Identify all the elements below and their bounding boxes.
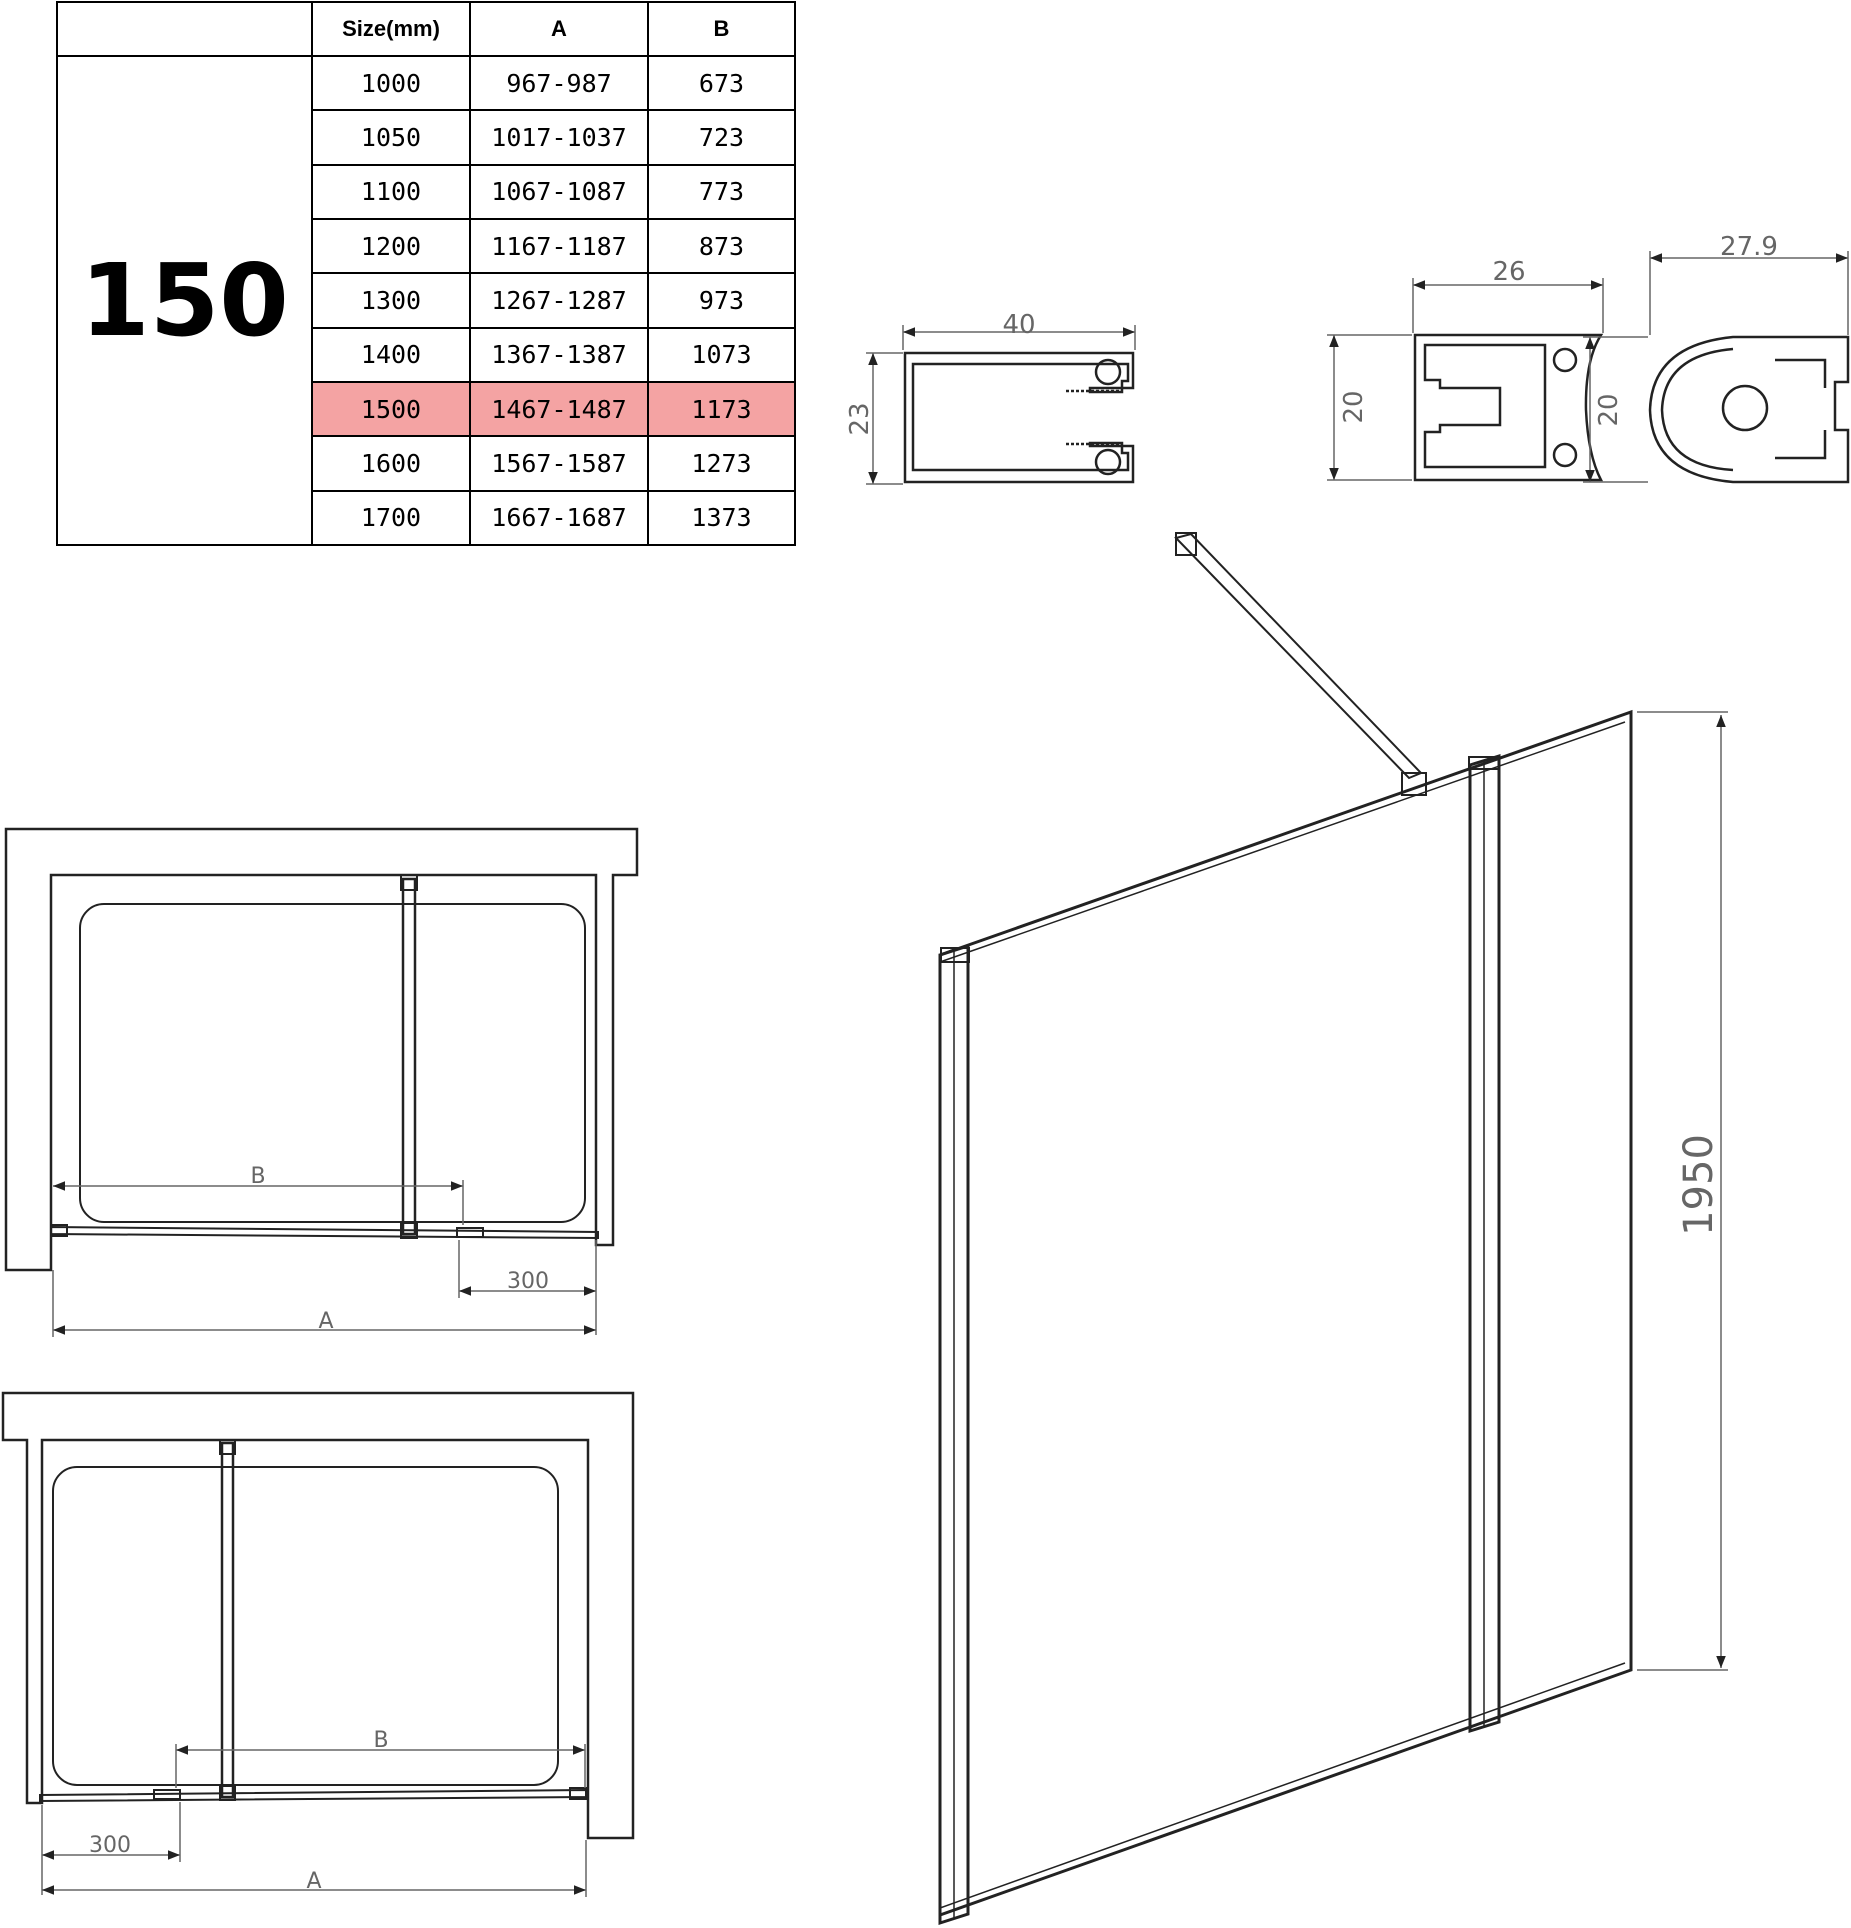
middle-dimensions bbox=[1327, 278, 1604, 481]
size-cell: 1100 bbox=[311, 163, 471, 220]
a-range-cell: 1667-1687 bbox=[469, 489, 649, 547]
a-range-cell: 1167-1187 bbox=[469, 217, 649, 275]
plan-top-dimensions bbox=[52, 1180, 597, 1337]
a-range-cell: 1267-1287 bbox=[469, 272, 649, 329]
a-range-cell: 1467-1487 bbox=[469, 380, 649, 438]
channel-height-label: 23 bbox=[845, 402, 875, 435]
channel-profile bbox=[903, 351, 1135, 484]
b-value-cell: 873 bbox=[647, 217, 796, 275]
size-cell: 1200 bbox=[311, 217, 471, 275]
header-size: Size(mm) bbox=[311, 1, 471, 57]
b-value-cell: 1073 bbox=[647, 326, 796, 383]
round-width-label: 27.9 bbox=[1720, 232, 1778, 262]
b-value-cell: 673 bbox=[647, 54, 796, 112]
channel-width-label: 40 bbox=[1002, 310, 1035, 340]
plan-top bbox=[4, 827, 639, 1272]
a-range-cell: 1367-1387 bbox=[469, 326, 649, 383]
a-range-cell: 1017-1037 bbox=[469, 109, 649, 166]
elevation-height-label: 1950 bbox=[1676, 1134, 1722, 1236]
round-profile bbox=[1648, 335, 1850, 484]
b-value-cell: 1273 bbox=[647, 435, 796, 492]
middle-height-label: 20 bbox=[1339, 390, 1369, 423]
header-a: A bbox=[469, 1, 649, 57]
plan-top-b-label: B bbox=[250, 1164, 265, 1189]
b-value-cell: 1373 bbox=[647, 489, 796, 547]
plan-top-a-label: A bbox=[318, 1309, 333, 1334]
elevation-dimension bbox=[1637, 711, 1728, 1671]
middle-width-label: 26 bbox=[1492, 257, 1525, 287]
plan-bottom-offset-label: 300 bbox=[89, 1833, 131, 1858]
size-cell: 1600 bbox=[311, 435, 471, 492]
model-number: 150 bbox=[56, 55, 313, 546]
elevation-view bbox=[938, 532, 1633, 1926]
size-cell: 1050 bbox=[311, 109, 471, 166]
round-dimensions bbox=[1583, 251, 1849, 483]
b-value-cell: 973 bbox=[647, 272, 796, 329]
plan-bottom-dimensions bbox=[41, 1744, 587, 1897]
plan-bottom-a-label: A bbox=[306, 1869, 321, 1894]
channel-dimensions bbox=[866, 325, 1136, 485]
size-cell: 1000 bbox=[311, 54, 471, 112]
round-height-label: 20 bbox=[1594, 393, 1624, 426]
a-range-cell: 967-987 bbox=[469, 54, 649, 112]
b-value-cell: 773 bbox=[647, 163, 796, 220]
size-cell: 1700 bbox=[311, 489, 471, 547]
middle-profile bbox=[1413, 333, 1604, 482]
table-header-row: Size(mm) A B bbox=[56, 1, 796, 57]
size-cell: 1300 bbox=[311, 272, 471, 329]
plan-top-offset-label: 300 bbox=[507, 1269, 549, 1294]
size-cell: 1400 bbox=[311, 326, 471, 383]
plan-bottom-b-label: B bbox=[373, 1728, 388, 1753]
b-value-cell: 1173 bbox=[647, 380, 796, 438]
b-value-cell: 723 bbox=[647, 109, 796, 166]
a-range-cell: 1067-1087 bbox=[469, 163, 649, 220]
plan-bottom bbox=[1, 1391, 635, 1840]
header-b: B bbox=[647, 1, 796, 57]
header-blank bbox=[56, 1, 313, 57]
size-cell: 1500 bbox=[311, 380, 471, 438]
a-range-cell: 1567-1587 bbox=[469, 435, 649, 492]
